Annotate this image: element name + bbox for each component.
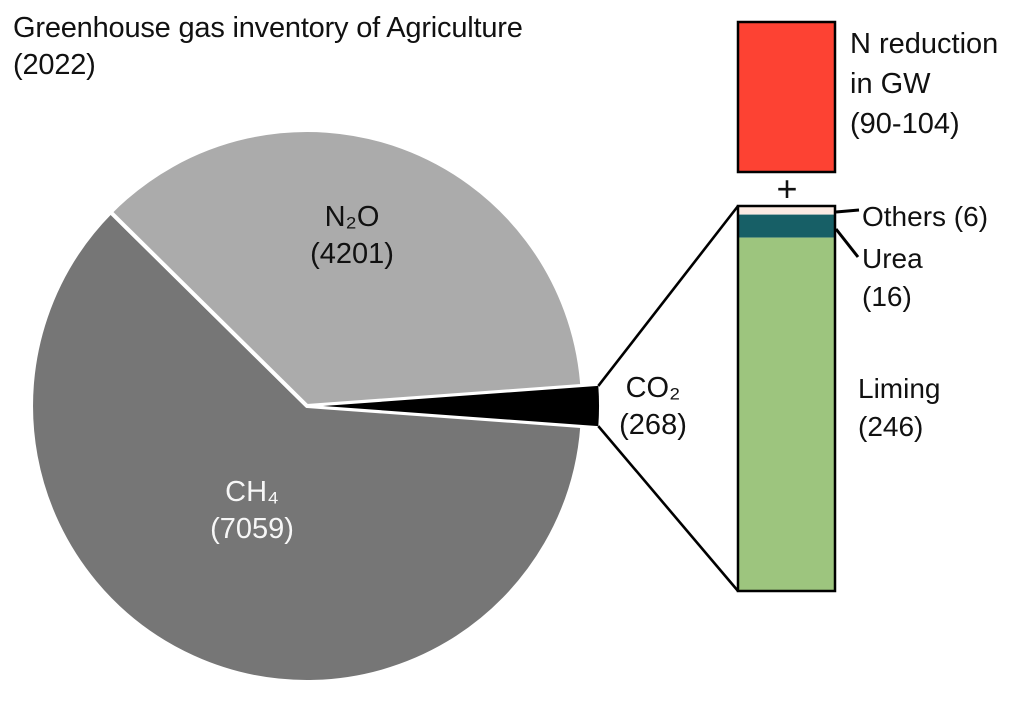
n-reduction-label-line2: in GW	[850, 68, 931, 100]
pie-label-n2o-value: (4201)	[310, 238, 394, 270]
pie-label-ch4: CH₄ (7059)	[210, 474, 294, 548]
bar-segment-others	[738, 206, 835, 215]
pie-label-ch4-value: (7059)	[210, 513, 294, 545]
pie-label-ch4-name: CH₄	[225, 476, 279, 508]
pie-label-n2o-name: N₂O	[324, 201, 380, 233]
n-reduction-box	[736, 20, 837, 174]
chart-title: Greenhouse gas inventory of Agriculture …	[13, 10, 523, 84]
bar-segment-urea	[738, 214, 835, 238]
urea-label: Urea (16)	[862, 240, 923, 316]
liming-label-name: Liming	[858, 373, 941, 404]
pie-label-co2-value: (268)	[619, 409, 687, 441]
others-label: Others (6)	[862, 201, 989, 232]
pie-label-co2-name: CO₂	[625, 372, 681, 404]
n-reduction-label: N reduction in GW (90-104)	[850, 24, 998, 144]
others-leader-line	[835, 208, 860, 214]
pie-slice-ch4	[29, 210, 585, 684]
n-reduction-label-line1: N reduction	[850, 28, 999, 60]
urea-leader-line	[834, 228, 860, 258]
chart-title-line1: Greenhouse gas inventory of Agriculture	[13, 12, 523, 44]
n-reduction-label-line3: (90-104)	[850, 108, 960, 140]
plus-operator: +	[776, 168, 798, 209]
chart-title-line2: (2022)	[13, 49, 96, 81]
breakout-bar-border	[736, 204, 837, 593]
pie-label-n2o: N₂O (4201)	[310, 199, 394, 273]
pie-slice-n2o	[108, 127, 585, 408]
pie-slice-co2	[323, 385, 600, 427]
liming-label: Liming (246)	[858, 370, 940, 446]
urea-label-value: (16)	[862, 281, 912, 312]
breakout-connector-bottom	[597, 425, 739, 592]
urea-label-name: Urea	[862, 243, 923, 274]
liming-label-value: (246)	[858, 411, 924, 442]
breakout-connector-top	[597, 205, 740, 387]
bar-segment-liming	[738, 237, 835, 591]
pie-label-co2: CO₂ (268)	[619, 370, 687, 444]
